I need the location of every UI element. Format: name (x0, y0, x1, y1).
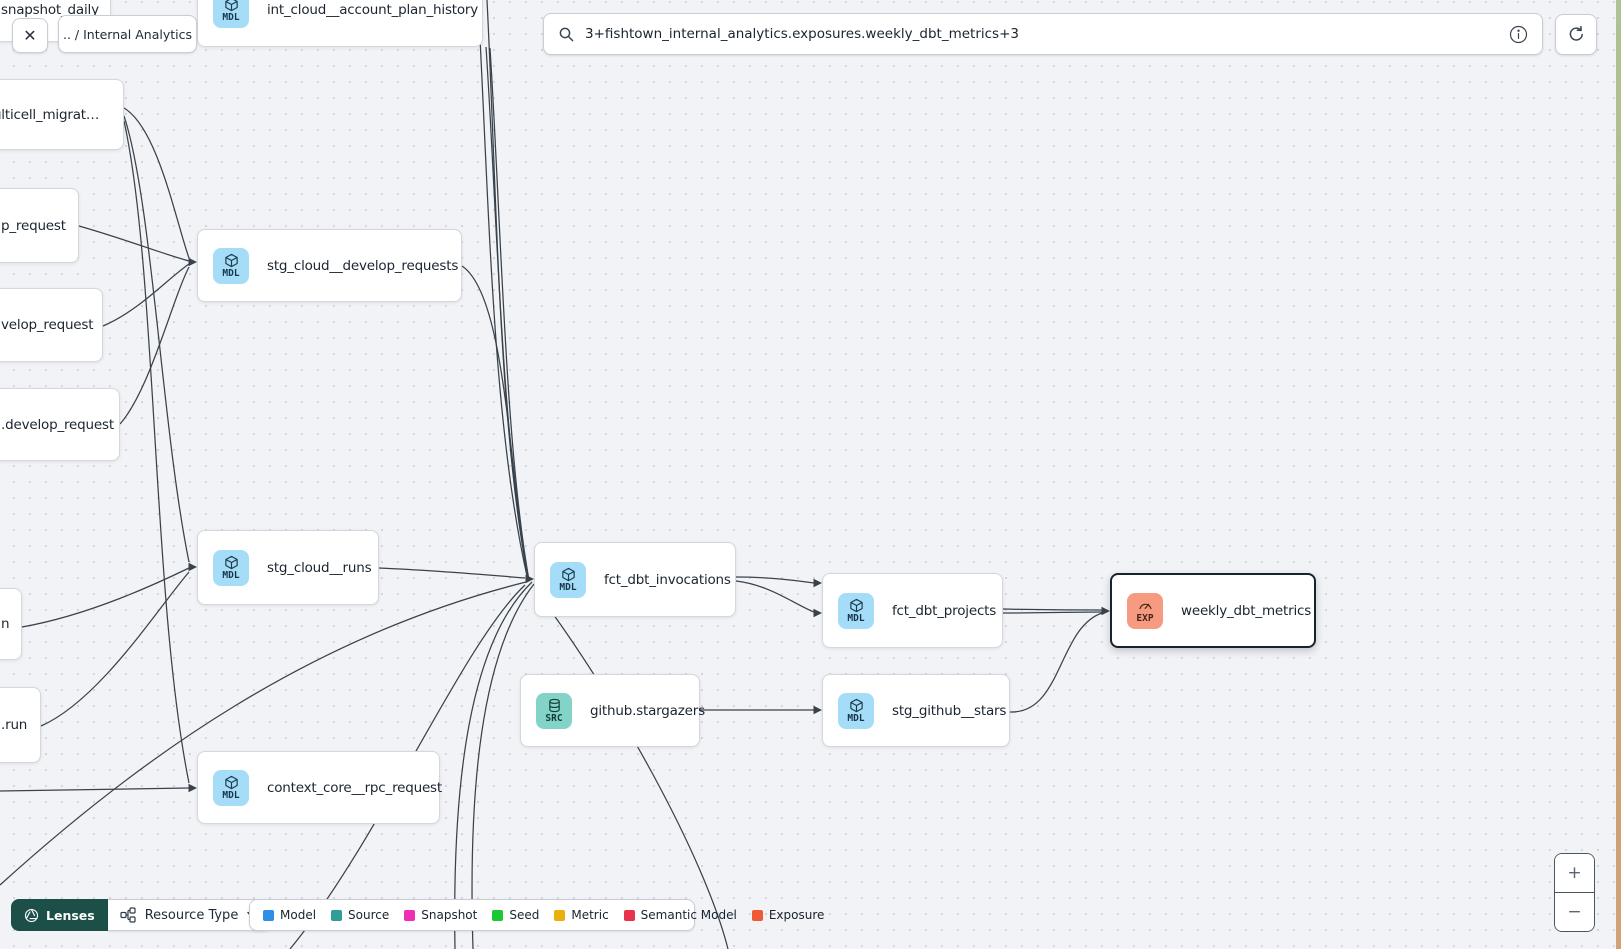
resource-type-dropdown[interactable]: Resource Type (107, 899, 272, 931)
exposure-swatch (751, 909, 763, 921)
search-input[interactable]: 3+fishtown_internal_analytics.exposures.… (585, 26, 1019, 42)
node-label: int_cloud__account_plan_history (267, 1, 479, 18)
badge-label: MDL (847, 612, 865, 624)
legend-item-snapshot: Snapshot (404, 908, 477, 922)
node-label: stg_cloud__runs (267, 559, 372, 576)
minus-icon: − (1567, 902, 1582, 922)
model-badge: MDL (213, 247, 249, 284)
legend-item-seed: Seed (492, 908, 539, 922)
node-github-stargazers[interactable]: SRC github.stargazers (520, 674, 705, 747)
search-bar[interactable]: 3+fishtown_internal_analytics.exposures.… (543, 13, 1543, 55)
node-p-request[interactable]: p_request (0, 188, 79, 263)
node-label: weekly_dbt_metrics (1181, 602, 1312, 619)
badge-label: SRC (545, 712, 563, 724)
zoom-controls: + − (1554, 853, 1595, 932)
node-multicell-migrat[interactable]: multicell_migrat… (0, 79, 124, 150)
node-run-truncated[interactable]: .run (0, 687, 41, 763)
node-label: stg_github__stars (892, 702, 1007, 719)
seed-swatch (492, 909, 504, 921)
node-label: github.stargazers (590, 702, 705, 719)
info-icon[interactable] (1509, 25, 1528, 44)
node-label: p_request (1, 217, 66, 234)
gauge-icon (1138, 603, 1152, 609)
cube-icon (224, 775, 238, 789)
breadcrumb[interactable]: .. / Internal Analytics (58, 15, 197, 53)
close-icon: ✕ (23, 25, 37, 45)
snapshot-swatch (404, 909, 416, 921)
node-velop-request[interactable]: velop_request (0, 288, 103, 362)
source-swatch (331, 909, 343, 921)
refresh-button[interactable] (1555, 14, 1597, 55)
node-label: n (1, 616, 10, 632)
node-label: stg_cloud__develop_requests (267, 257, 459, 274)
node-fct-dbt-invocations[interactable]: MDL fct_dbt_invocations (534, 542, 736, 617)
zoom-out-button[interactable]: − (1555, 893, 1594, 931)
badge-label: MDL (222, 267, 240, 279)
cube-icon (224, 555, 238, 569)
node-label: fct_dbt_invocations (604, 571, 731, 588)
cube-icon (849, 698, 863, 712)
semantic-model-swatch (623, 909, 635, 921)
plus-icon: + (1567, 863, 1582, 883)
legend-item-semantic-model: Semantic Model (623, 908, 737, 922)
node-label: .run (1, 717, 28, 733)
source-badge: SRC (536, 692, 572, 729)
cube-icon (849, 598, 863, 612)
badge-label: MDL (222, 569, 240, 581)
lenses-bar: Lenses Resource Type (11, 899, 272, 931)
model-badge: MDL (838, 692, 874, 729)
node-n-truncated[interactable]: n (0, 588, 22, 660)
node-label: snapshot_daily (1, 2, 99, 18)
model-badge: MDL (213, 769, 249, 806)
resource-type-legend: Model Source Snapshot Seed Metric Semant… (249, 899, 824, 931)
desktop-edge-sliver (1616, 0, 1621, 949)
lenses-label: Lenses (46, 907, 95, 923)
node-int-cloud-account-plan-history[interactable]: MDL int_cloud__account_plan_history (197, 0, 483, 47)
node-label: fct_dbt_projects (892, 602, 997, 619)
legend-item-metric: Metric (554, 908, 609, 922)
node-label: multicell_migrat… (0, 106, 100, 123)
cube-icon (561, 567, 575, 581)
refresh-icon (1569, 25, 1583, 41)
badge-label: MDL (222, 11, 240, 23)
badge-label: MDL (847, 712, 865, 724)
legend-item-source: Source (331, 908, 389, 922)
node-stg-cloud-develop-requests[interactable]: MDL stg_cloud__develop_requests (197, 229, 462, 302)
badge-label: MDL (559, 581, 577, 593)
cube-icon (224, 0, 238, 11)
badge-label: MDL (222, 789, 240, 801)
model-badge: MDL (838, 592, 874, 629)
resource-type-label: Resource Type (144, 907, 239, 923)
node-stg-cloud-runs[interactable]: MDL stg_cloud__runs (197, 530, 379, 605)
node-label: .develop_request (1, 416, 114, 433)
badge-label: EXP (1136, 612, 1154, 624)
node-context-core-rpc-request[interactable]: MDL context_core__rpc_request (197, 751, 442, 824)
close-button[interactable]: ✕ (12, 18, 48, 53)
database-icon (548, 698, 560, 712)
node-label: velop_request (1, 317, 94, 333)
lenses-button[interactable]: Lenses (11, 899, 108, 931)
node-develop-request[interactable]: .develop_request (0, 388, 120, 461)
model-swatch (263, 909, 274, 921)
breadcrumb-label: .. / Internal Analytics (62, 26, 193, 42)
exposure-badge: EXP (1127, 592, 1163, 629)
resource-type-icon (120, 907, 136, 923)
node-stg-github-stars[interactable]: MDL stg_github__stars (822, 674, 1010, 747)
model-badge: MDL (550, 561, 586, 598)
node-weekly-dbt-metrics[interactable]: EXP weekly_dbt_metrics (1110, 573, 1316, 648)
cube-icon (224, 253, 238, 267)
legend-item-exposure: Exposure (751, 908, 824, 922)
legend-item-model: Model (263, 908, 316, 922)
lenses-icon (24, 908, 39, 922)
node-fct-dbt-projects[interactable]: MDL fct_dbt_projects (822, 573, 1003, 648)
model-badge: MDL (213, 0, 249, 28)
node-label: context_core__rpc_request (267, 779, 442, 796)
search-icon (559, 27, 574, 41)
zoom-in-button[interactable]: + (1555, 854, 1594, 893)
metric-swatch (554, 909, 566, 921)
model-badge: MDL (213, 549, 249, 586)
